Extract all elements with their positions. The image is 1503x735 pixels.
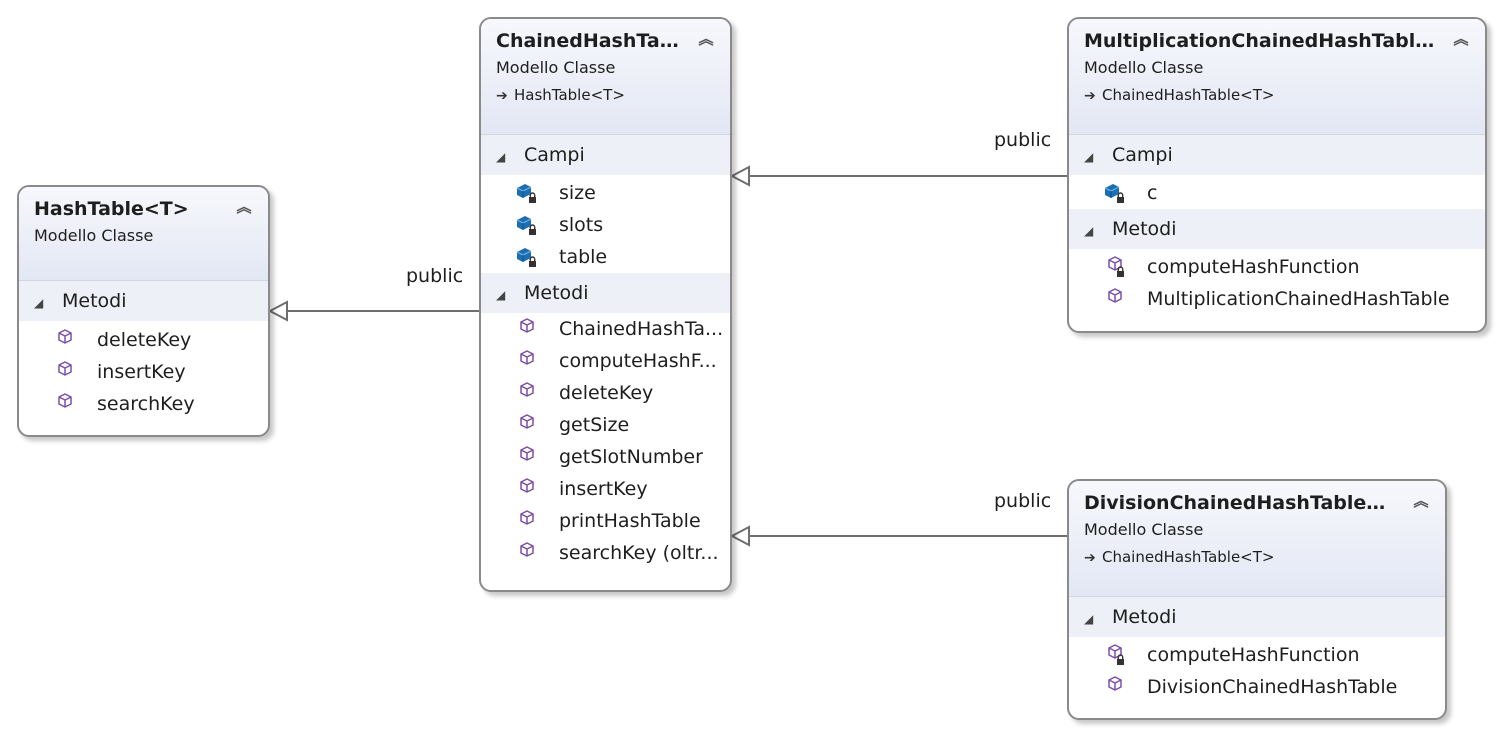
method-item[interactable]: MultiplicationChainedHashTable: [1069, 283, 1485, 315]
methods-list: computeHashFunction DivisionChainedHashT…: [1069, 637, 1445, 703]
method-item[interactable]: printHashTable: [481, 505, 730, 537]
method-icon: [53, 393, 75, 415]
method-item[interactable]: insertKey: [19, 356, 268, 388]
methods-list: deleteKey insertKey searchKey: [19, 321, 268, 420]
class-stereotype: Modello Classe: [1084, 58, 1204, 77]
fields-list: c: [1069, 175, 1485, 209]
methods-list: ChainedHashTa... computeHashF... deleteK…: [481, 313, 730, 569]
expand-triangle-icon: ◢: [1084, 224, 1094, 238]
inherits-arrow-icon: ➔: [1084, 550, 1096, 566]
private-method-icon: [1103, 256, 1125, 278]
class-stereotype: Modello Classe: [34, 226, 154, 245]
expand-triangle-icon: ◢: [496, 288, 506, 302]
class-name: ChainedHashTa...: [496, 30, 680, 52]
method-icon: [515, 478, 537, 500]
class-base-type: ➔HashTable<T>: [496, 84, 680, 107]
inherits-arrow-icon: ➔: [1084, 88, 1096, 104]
inherits-arrow-icon: ➔: [496, 88, 508, 104]
class-header: MultiplicationChainedHashTable... Modell…: [1069, 19, 1485, 135]
relation-label: public: [406, 265, 464, 287]
section-header-methods[interactable]: ◢Metodi: [1069, 597, 1445, 637]
class-header: ChainedHashTa... Modello Classe ➔HashTab…: [481, 19, 730, 135]
class-header: DivisionChainedHashTable<T> Modello Clas…: [1069, 481, 1445, 597]
edge-chained-to-hashtable: [267, 300, 480, 322]
private-field-icon: [515, 214, 537, 236]
class-base-type: ➔ChainedHashTable<T>: [1084, 546, 1395, 569]
collapse-icon[interactable]: ︽: [1413, 492, 1429, 510]
expand-triangle-icon: ◢: [34, 296, 44, 310]
method-icon: [515, 318, 537, 340]
class-name: MultiplicationChainedHashTable...: [1084, 30, 1435, 52]
method-item[interactable]: getSize: [481, 409, 730, 441]
class-stereotype: Modello Classe: [496, 58, 616, 77]
method-icon: [515, 350, 537, 372]
section-header-methods[interactable]: ◢Metodi: [481, 273, 730, 313]
section-header-methods[interactable]: ◢Metodi: [19, 281, 268, 321]
method-item[interactable]: searchKey: [19, 388, 268, 420]
method-icon: [1103, 288, 1125, 310]
method-icon: [515, 542, 537, 564]
expand-triangle-icon: ◢: [496, 150, 506, 164]
private-field-icon: [515, 246, 537, 268]
method-item[interactable]: getSlotNumber: [481, 441, 730, 473]
class-header: HashTable<T> Modello Classe ︽: [19, 187, 268, 281]
method-item[interactable]: insertKey: [481, 473, 730, 505]
section-header-fields[interactable]: ◢Campi: [1069, 135, 1485, 175]
method-icon: [515, 510, 537, 532]
method-icon: [53, 361, 75, 383]
field-item[interactable]: table: [481, 241, 730, 273]
method-item[interactable]: computeHashFunction: [1069, 639, 1445, 671]
field-item[interactable]: size: [481, 177, 730, 209]
method-icon: [1103, 676, 1125, 698]
method-item[interactable]: deleteKey: [481, 377, 730, 409]
method-icon: [515, 414, 537, 436]
class-name: DivisionChainedHashTable<T>: [1084, 492, 1395, 514]
relation-label: public: [994, 129, 1052, 151]
method-item[interactable]: searchKey (oltr...: [481, 537, 730, 569]
edge-division-to-chained: [729, 525, 1068, 547]
method-icon: [515, 382, 537, 404]
method-item[interactable]: ChainedHashTa...: [481, 313, 730, 345]
field-item[interactable]: slots: [481, 209, 730, 241]
method-item[interactable]: computeHashF...: [481, 345, 730, 377]
private-field-icon: [1103, 182, 1125, 204]
section-header-methods[interactable]: ◢Metodi: [1069, 209, 1485, 249]
private-field-icon: [515, 182, 537, 204]
class-name: HashTable<T>: [34, 198, 189, 220]
collapse-icon[interactable]: ︽: [698, 30, 714, 48]
method-icon: [515, 446, 537, 468]
private-method-icon: [1103, 644, 1125, 666]
class-box-chained-hashtable[interactable]: ChainedHashTa... Modello Classe ➔HashTab…: [479, 17, 732, 592]
expand-triangle-icon: ◢: [1084, 612, 1094, 626]
field-item[interactable]: c: [1069, 177, 1485, 209]
section-header-fields[interactable]: ◢Campi: [481, 135, 730, 175]
edge-multiplication-to-chained: [729, 165, 1068, 187]
expand-triangle-icon: ◢: [1084, 150, 1094, 164]
fields-list: size slots table: [481, 175, 730, 273]
method-item[interactable]: DivisionChainedHashTable: [1069, 671, 1445, 703]
class-box-division-chained-hashtable[interactable]: DivisionChainedHashTable<T> Modello Clas…: [1067, 479, 1447, 720]
method-icon: [53, 329, 75, 351]
method-item[interactable]: deleteKey: [19, 324, 268, 356]
class-box-multiplication-chained-hashtable[interactable]: MultiplicationChainedHashTable... Modell…: [1067, 17, 1487, 333]
methods-list: computeHashFunction MultiplicationChaine…: [1069, 249, 1485, 315]
relation-label: public: [994, 490, 1052, 512]
class-base-type: ➔ChainedHashTable<T>: [1084, 84, 1435, 107]
class-box-hashtable[interactable]: HashTable<T> Modello Classe ︽ ◢Metodi de…: [17, 185, 270, 437]
method-item[interactable]: computeHashFunction: [1069, 251, 1485, 283]
collapse-icon[interactable]: ︽: [1453, 30, 1469, 48]
collapse-icon[interactable]: ︽: [236, 198, 252, 216]
class-stereotype: Modello Classe: [1084, 520, 1204, 539]
